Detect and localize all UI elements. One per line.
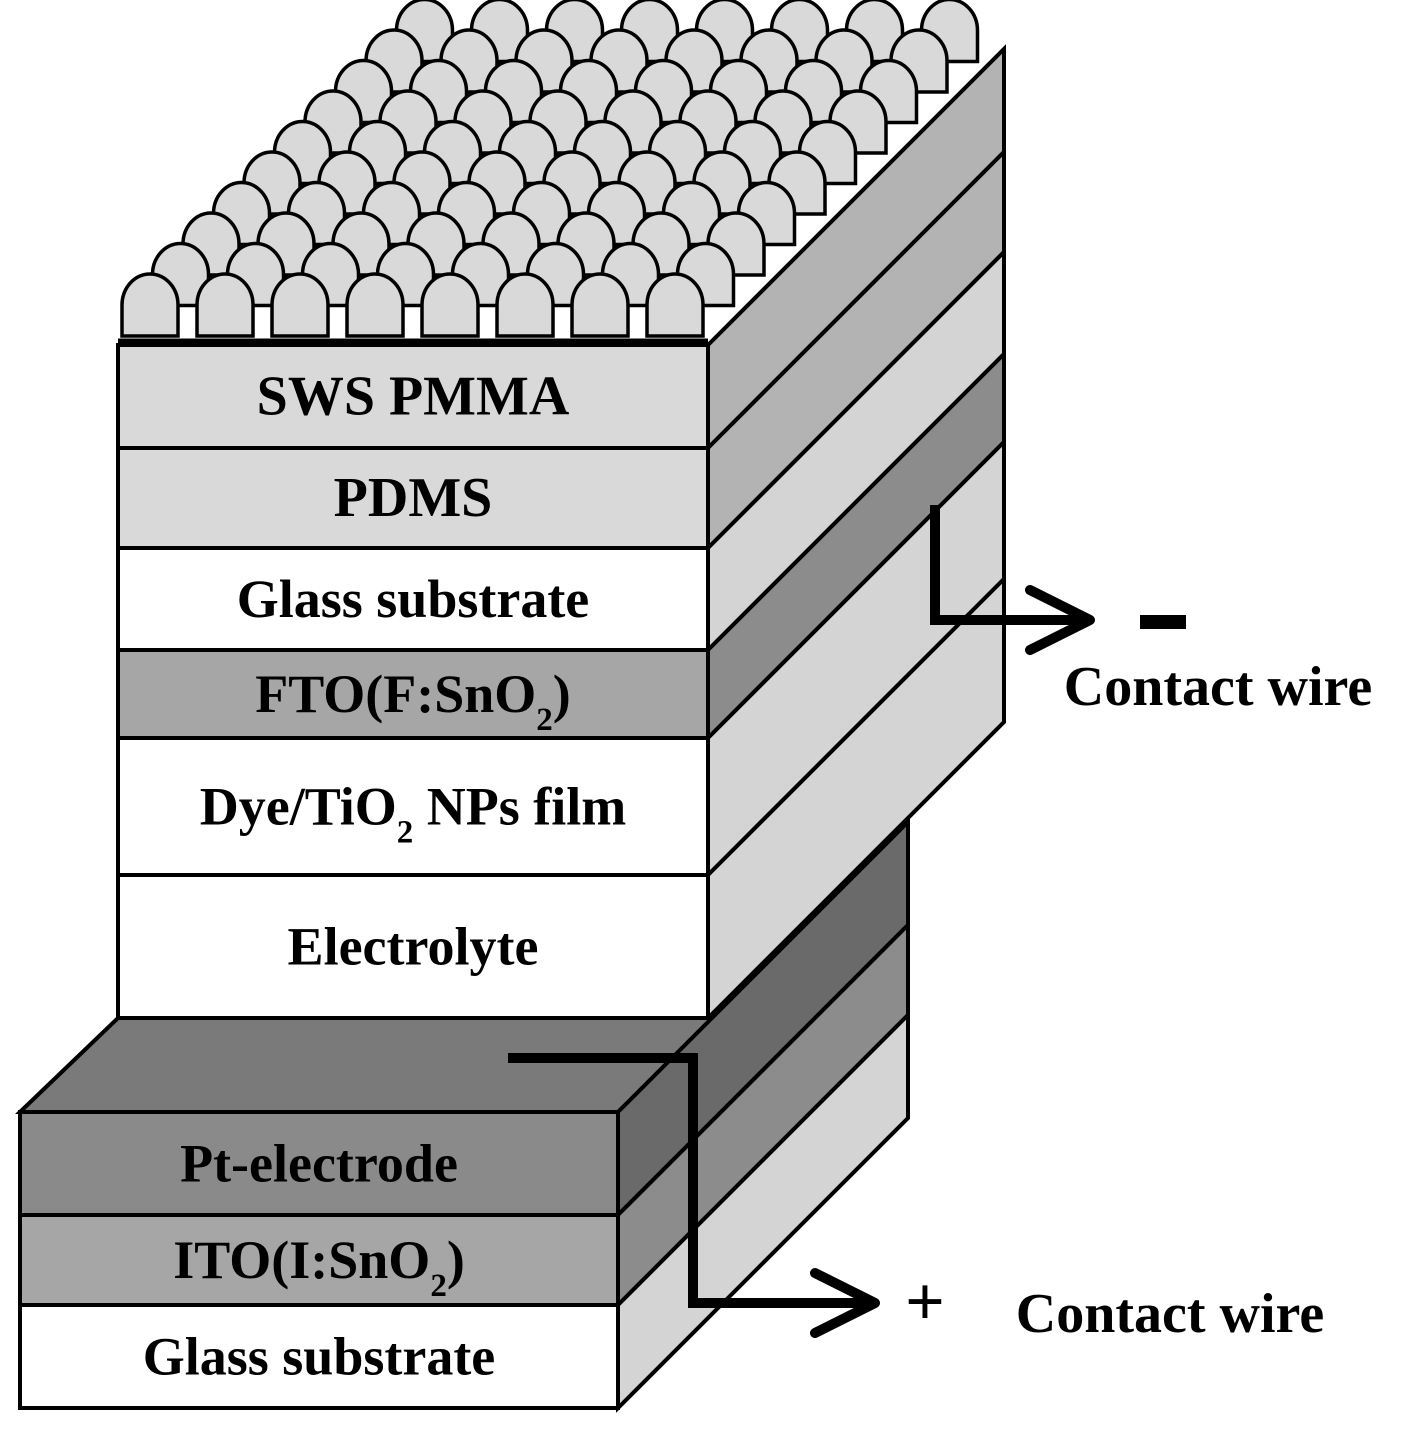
fto-label: FTO(F:SnO2): [255, 664, 571, 738]
pt-electrode-top-face: [15, 1016, 721, 1114]
sws-dome: [495, 272, 555, 338]
pdms-front: [116, 446, 710, 550]
ito-front: [18, 1213, 620, 1307]
fto-front: [116, 648, 710, 740]
negative-contact-label: Contact wire: [1064, 656, 1372, 718]
positive-contact-label: Contact wire: [1016, 1283, 1324, 1345]
dye-tio2-film-label: Dye/TiO2 NPs film: [200, 777, 627, 851]
sws-dome: [195, 272, 255, 338]
negative-sign: [1140, 615, 1186, 629]
ito-label: ITO(I:SnO2): [173, 1230, 465, 1304]
electrolyte-label: Electrolyte: [288, 917, 539, 977]
sws-dome: [420, 272, 480, 338]
sws-dome-array: [120, 0, 980, 338]
pdms-label: PDMS: [334, 467, 493, 529]
sws-dome: [345, 272, 405, 338]
sws-dome: [270, 272, 330, 338]
pt-electrode-front: [18, 1110, 620, 1217]
glass-substrate-top-label: Glass substrate: [237, 569, 590, 629]
glass-substrate-bottom-label: Glass substrate: [143, 1327, 496, 1387]
negative-contact-wire: [930, 505, 1080, 625]
positive-contact-wire: [508, 1053, 870, 1308]
negative-sign-text: -: [1163, 629, 1164, 631]
sws-dome: [645, 272, 705, 338]
positive-sign: +: [905, 1264, 945, 1341]
pt-electrode-label: Pt-electrode: [180, 1134, 458, 1194]
sws-pmma-front: [116, 343, 710, 450]
sws-dome: [570, 272, 630, 338]
negative-arrow-head: [1025, 585, 1095, 655]
sws-pmma-label: SWS PMMA: [257, 366, 570, 428]
sws-dome: [120, 272, 180, 338]
positive-arrow-head: [810, 1268, 880, 1338]
glass-substrate-bottom-front: [18, 1303, 620, 1410]
